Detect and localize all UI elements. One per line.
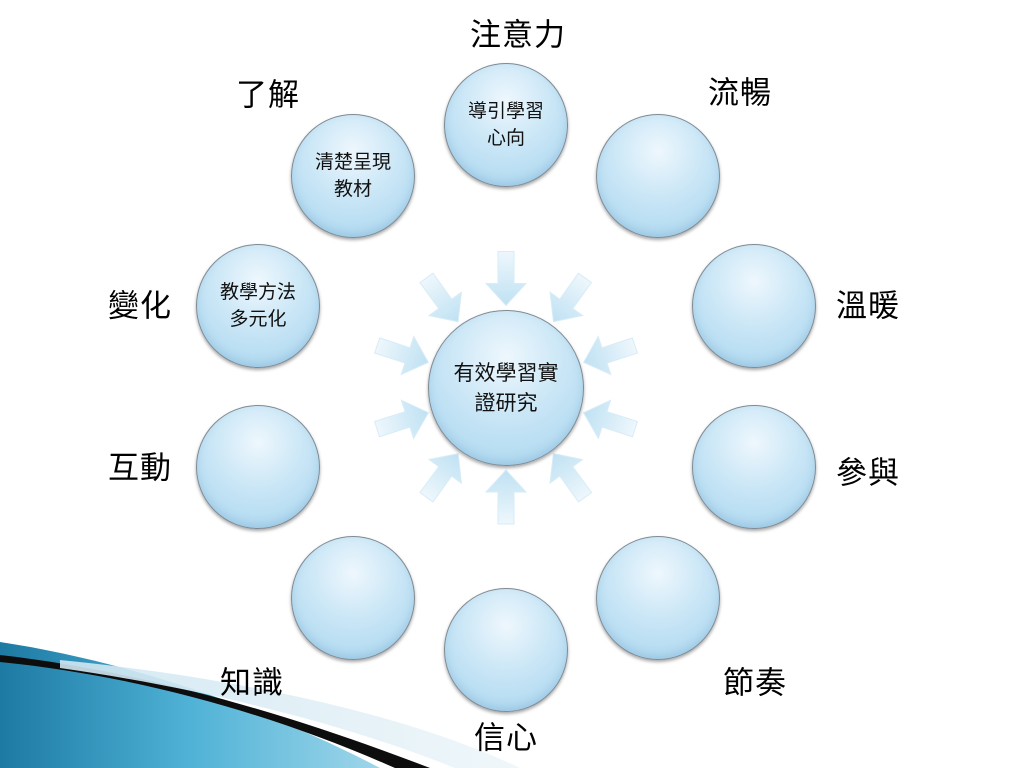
arrow-top-left-to-center <box>419 272 463 323</box>
arrow-left-lower-to-center <box>373 399 430 440</box>
label-top-left: 了解 <box>236 77 300 114</box>
label-left-upper: 變化 <box>108 288 172 325</box>
node-text-left-upper: 教學方法多元化 <box>219 281 296 330</box>
node-top: 導引學習心向 <box>444 63 568 187</box>
label-top-right: 流暢 <box>708 75 772 112</box>
arrow-left-upper-to-center <box>373 335 430 376</box>
node-left-upper: 教學方法多元化 <box>196 244 320 368</box>
arrow-top-to-center <box>484 251 528 307</box>
node-right-upper <box>692 244 816 368</box>
node-right-lower <box>692 405 816 529</box>
center-node: 有效學習實證研究 <box>428 310 584 466</box>
label-bottom-left: 知識 <box>220 665 284 702</box>
node-bottom-right <box>596 536 720 660</box>
arrow-bottom-right-to-center <box>549 452 593 503</box>
arrow-bottom-to-center <box>484 469 528 525</box>
label-left-lower: 互動 <box>108 450 172 487</box>
node-bottom <box>444 588 568 712</box>
center-node-text: 有效學習實證研究 <box>453 361 559 415</box>
node-top-right <box>596 114 720 238</box>
arrow-right-upper-to-center <box>582 335 639 376</box>
label-right-lower: 參與 <box>836 455 900 492</box>
label-bottom-right: 節奏 <box>723 665 787 702</box>
node-bottom-left <box>291 536 415 660</box>
node-left-lower <box>196 405 320 529</box>
node-text-top: 導引學習心向 <box>467 100 544 149</box>
node-top-left: 清楚呈現教材 <box>291 114 415 238</box>
node-text-top-left: 清楚呈現教材 <box>314 151 391 200</box>
arrow-bottom-left-to-center <box>419 452 463 503</box>
arrow-right-lower-to-center <box>582 399 639 440</box>
label-right-upper: 溫暖 <box>836 288 900 325</box>
label-top: 注意力 <box>470 17 566 54</box>
arrow-top-right-to-center <box>549 272 593 323</box>
label-bottom: 信心 <box>474 720 538 757</box>
